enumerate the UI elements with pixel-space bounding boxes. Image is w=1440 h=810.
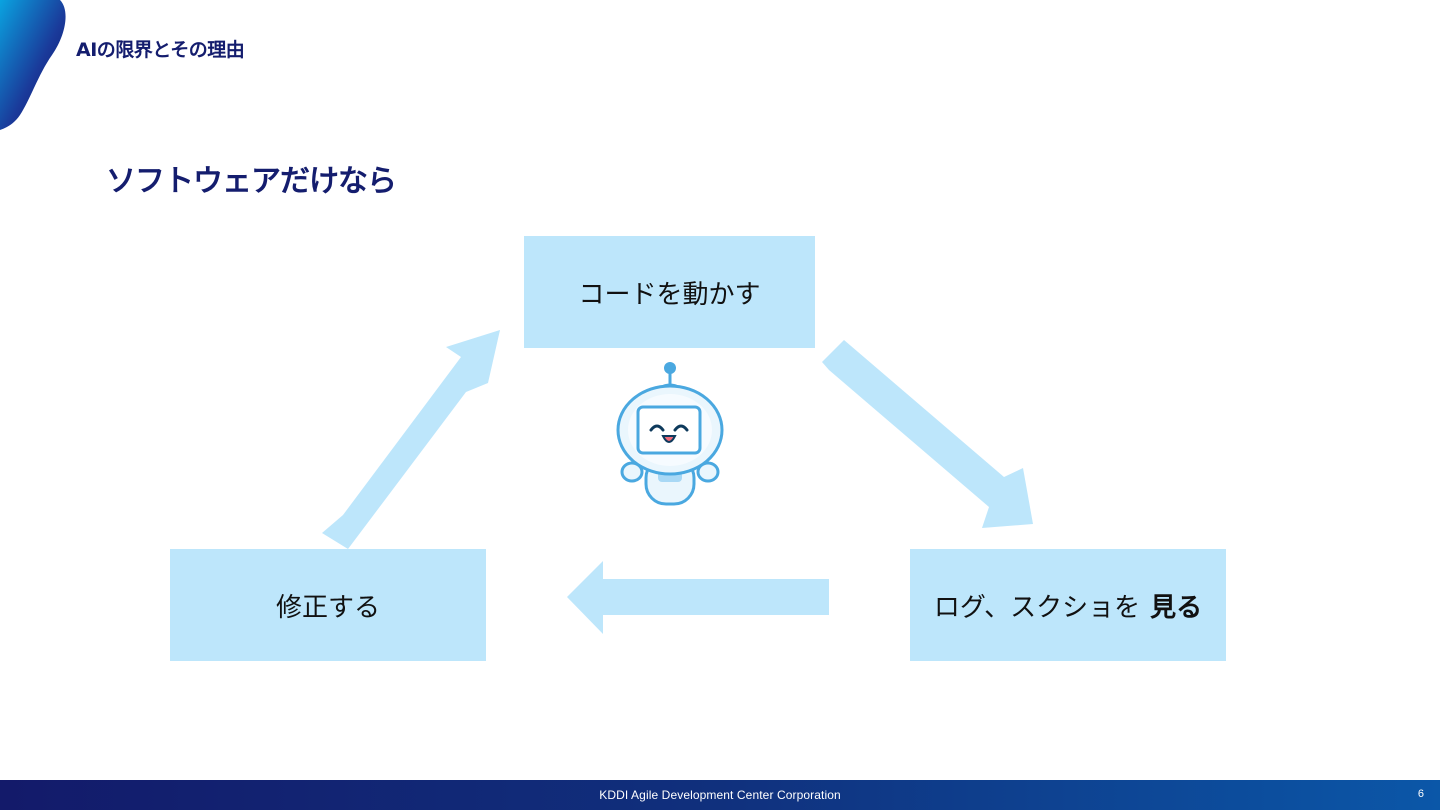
arrow-run-to-look	[822, 340, 1033, 528]
section-title: AIの限界とその理由	[76, 39, 245, 61]
slide-heading: ソフトウェアだけなら	[106, 164, 397, 199]
footer-bar: KDDI Agile Development Center Corporatio…	[0, 780, 1440, 810]
arrow-look-to-fix	[567, 561, 829, 634]
arrow-fix-to-run	[322, 330, 500, 549]
brand-corner-shape	[0, 0, 66, 130]
smiling-robot-icon	[616, 362, 724, 506]
page-number: 6	[1417, 788, 1424, 800]
step-fix-label: 修正する	[275, 592, 380, 623]
footer-company: KDDI Agile Development Center Corporatio…	[599, 788, 841, 802]
step-run-code-label: コードを動かす	[578, 279, 761, 310]
step-look-emphasis: 見る	[1150, 592, 1203, 623]
step-fix: 修正する	[170, 549, 486, 661]
step-run-code: コードを動かす	[524, 236, 815, 348]
step-look-label: ログ、スクショを	[933, 592, 1141, 623]
step-look-logs: ログ、スクショを見る	[910, 549, 1226, 661]
